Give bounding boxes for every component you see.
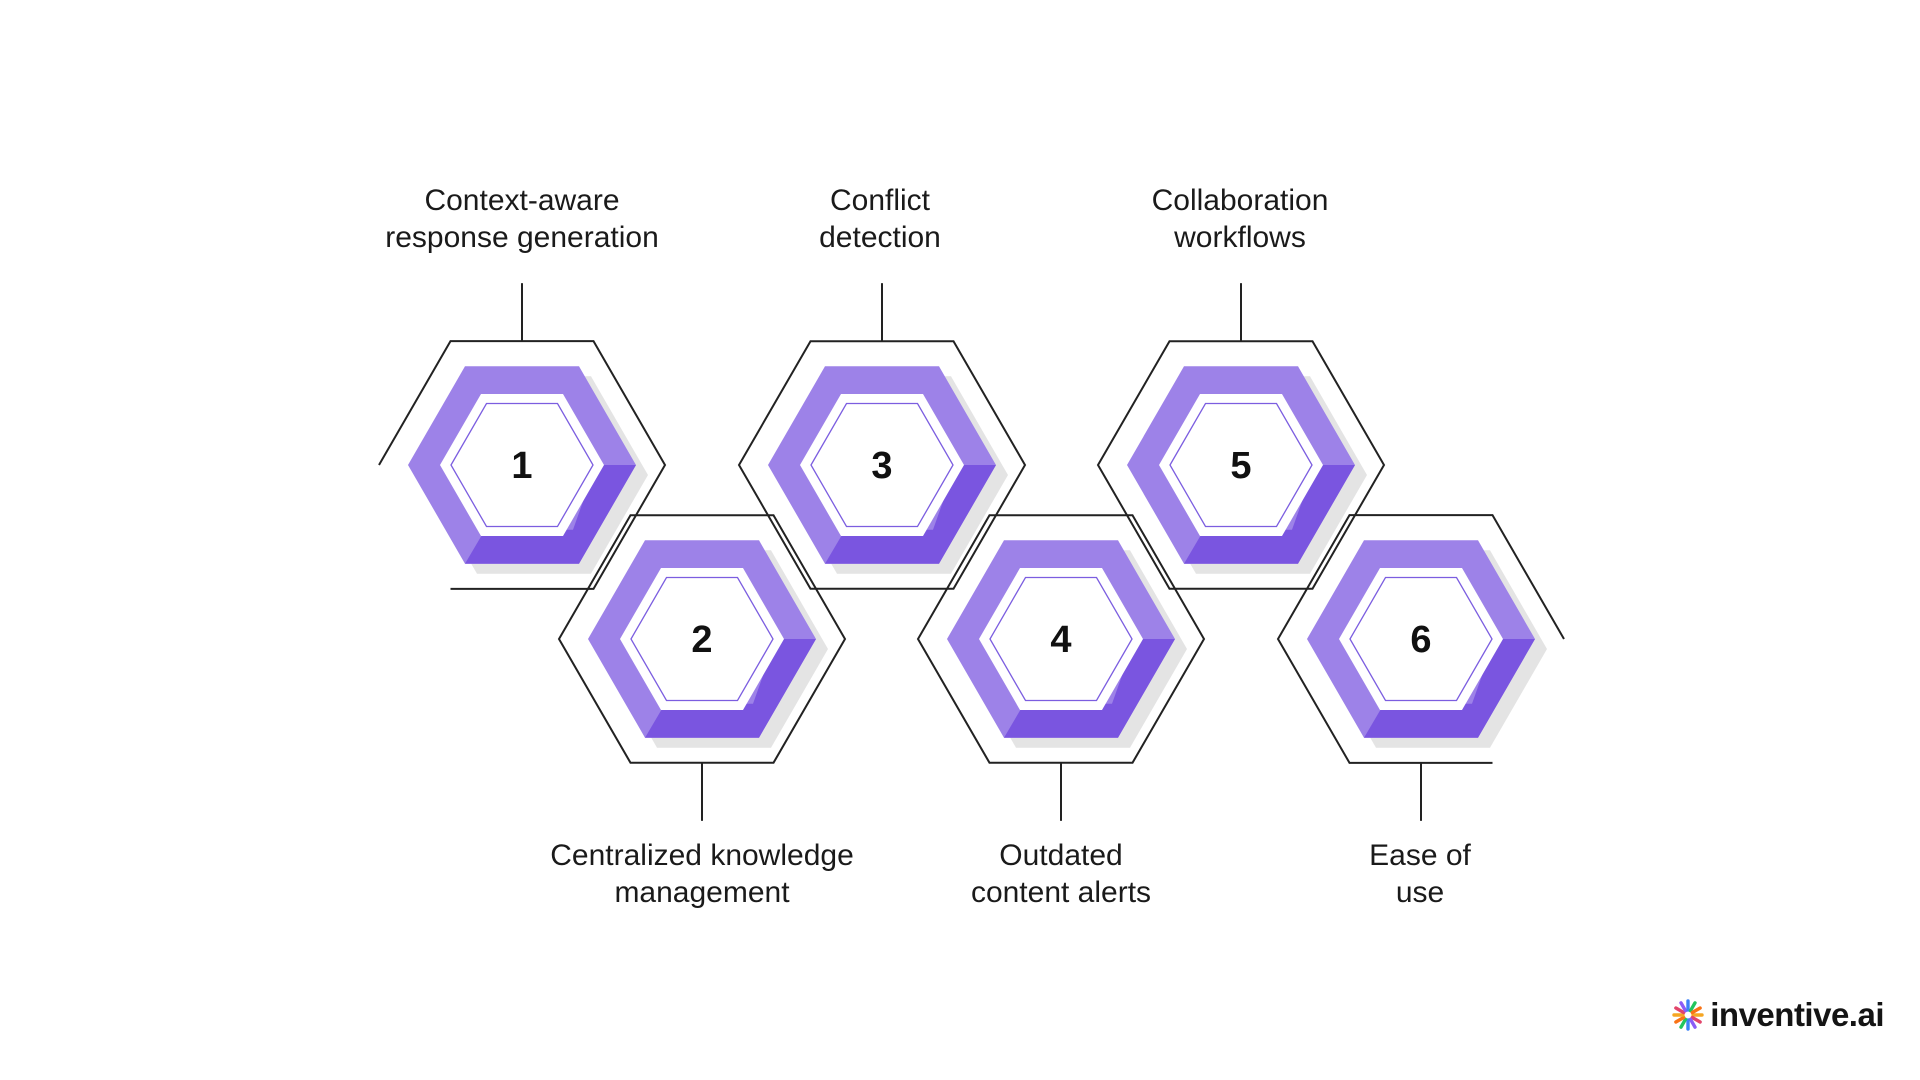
hex-band-6 [1364,639,1535,738]
hex-1-open-edge [379,385,403,465]
hex-outline-2 [557,514,847,764]
sparkle-ray [1679,1001,1688,1013]
sparkle-ray [1674,1006,1686,1015]
step-number-4: 4 [1050,619,1071,661]
step-label-3-line-2: detection [819,221,941,254]
sparkle-ray [1689,1001,1697,1013]
step-label-3-line-1: Conflict [829,184,931,217]
hex-band-3 [825,465,996,564]
hex-inner-2 [620,568,784,710]
hex-outline-4 [916,514,1206,764]
step-number-1: 1 [511,445,532,487]
hex-band-2 [645,639,816,738]
step-label-5-line-1: Collaboration [1151,184,1329,217]
step-label-4: Outdated content alerts [861,837,1261,911]
hex-inner-3 [800,394,964,536]
step-number-6: 6 [1410,619,1431,661]
hex-outline-1 [378,340,667,590]
step-label-4-line-2: content alerts [970,876,1152,909]
brand-logo: inventive.ai [1672,996,1884,1034]
step-label-5-line-2: workflows [1174,221,1306,254]
step-number-5: 5 [1230,445,1251,487]
hex-band-4 [1004,639,1175,738]
hex-outline-3 [737,340,1027,590]
sparkle-ray [1690,1006,1703,1015]
hex-inner-1 [440,394,604,536]
hex-inner-outline-3 [810,402,954,528]
hex-inner-6 [1339,568,1503,710]
step-label-3: Conflict detection [680,182,1080,256]
step-label-6-line-2: use [1395,876,1445,909]
step-label-2-line-1: Centralized knowledge [550,839,854,872]
sparkle-burst-icon [1672,999,1704,1031]
step-number-2: 2 [691,619,712,661]
hex-inner-5 [1159,394,1323,536]
hex-outline-5 [1096,340,1386,590]
hex-inner-outline-5 [1169,402,1313,528]
sparkle-ray [1689,1017,1697,1029]
hex-band-1 [465,465,636,564]
hex-inner-outline-6 [1349,576,1493,702]
sparkle-ray [1679,1017,1688,1029]
sparkle-ray [1690,1015,1703,1024]
step-label-6-line-1: Ease of [1369,839,1471,872]
step-label-2-line-2: management [614,876,790,909]
step-label-2: Centralized knowledge management [502,837,902,911]
step-label-1-line-2: response generation [385,221,659,254]
brand-logo-text: inventive.ai [1710,996,1884,1033]
sparkle-ray [1674,1015,1686,1024]
hex-inner-outline-1 [450,402,594,528]
step-label-6: Ease of use [1220,837,1620,911]
hex-inner-4 [979,568,1143,710]
hex-inner-outline-2 [630,576,774,702]
step-number-3: 3 [871,445,892,487]
hex-outline-6 [1276,514,1565,764]
hex-inner-outline-4 [989,576,1133,702]
step-label-4-line-1: Outdated [999,839,1123,872]
step-label-1-line-1: Context-aware [424,184,620,217]
step-label-5: Collaboration workflows [1040,182,1440,256]
step-label-1: Context-aware response generation [322,182,722,256]
hex-band-5 [1184,465,1355,564]
